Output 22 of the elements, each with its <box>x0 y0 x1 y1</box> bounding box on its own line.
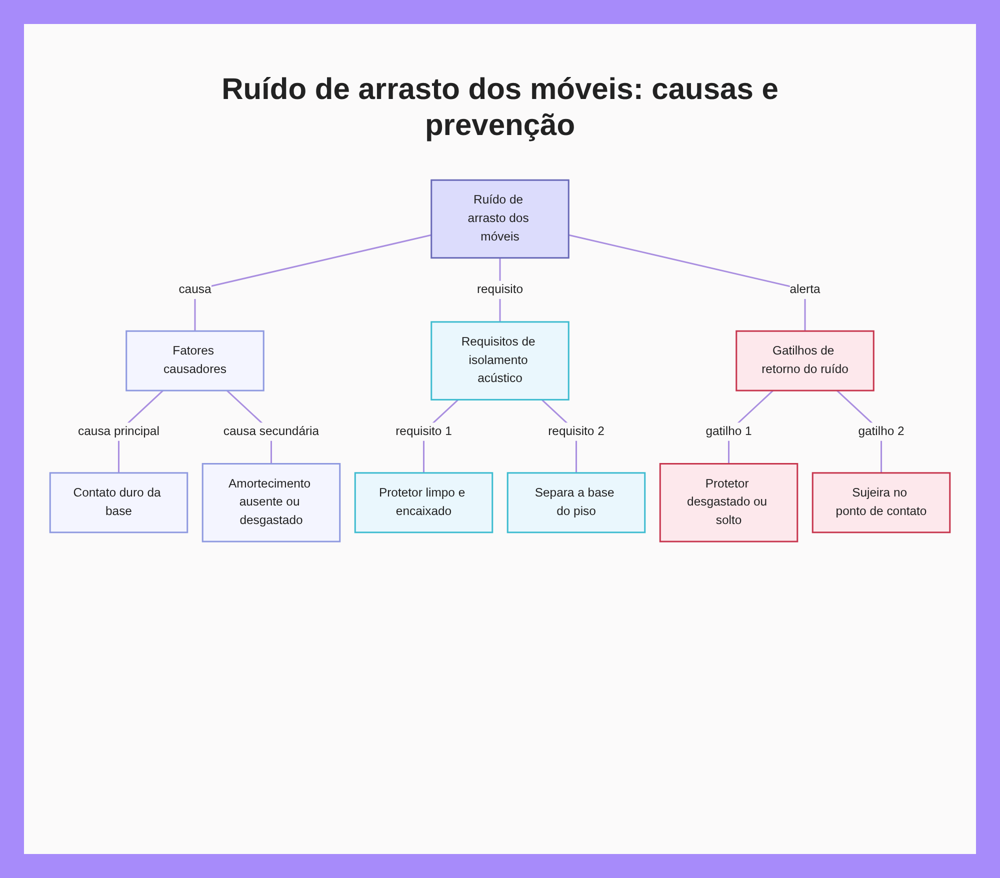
node-box: Amortecimento ausente ou desgastado <box>202 463 341 542</box>
edge-label: causa principal <box>78 424 160 438</box>
edge-label: requisito 1 <box>396 424 452 438</box>
node-box: Gatilhos de retorno do ruído <box>736 330 874 392</box>
edge-label: alerta <box>790 283 820 296</box>
connector <box>194 234 432 332</box>
connector <box>568 234 806 332</box>
node-box: Protetor desgastado ou solto <box>659 463 798 542</box>
node-box: Requisitos de isolamento acústico <box>430 321 570 400</box>
edge-label: gatilho 2 <box>858 424 904 438</box>
edge-label: requisito <box>476 283 524 296</box>
edge-label: causa <box>178 283 212 296</box>
node-box: Fatores causadores <box>126 330 264 392</box>
node-box: Protetor limpo e encaixado <box>354 472 494 534</box>
node-box: Contato duro da base <box>49 472 188 534</box>
diagram-title: Ruído de arrasto dos móveis: causas e prevenção <box>220 72 780 144</box>
node-box: Separa a base do piso <box>506 472 646 534</box>
edge-label: gatilho 1 <box>706 424 752 438</box>
node-box: Sujeira no ponto de contato <box>812 472 951 534</box>
edge-label: requisito 2 <box>548 424 604 438</box>
edge-label: causa secundária <box>223 424 320 438</box>
node-box: Ruído de arrasto dos móveis <box>430 179 570 259</box>
